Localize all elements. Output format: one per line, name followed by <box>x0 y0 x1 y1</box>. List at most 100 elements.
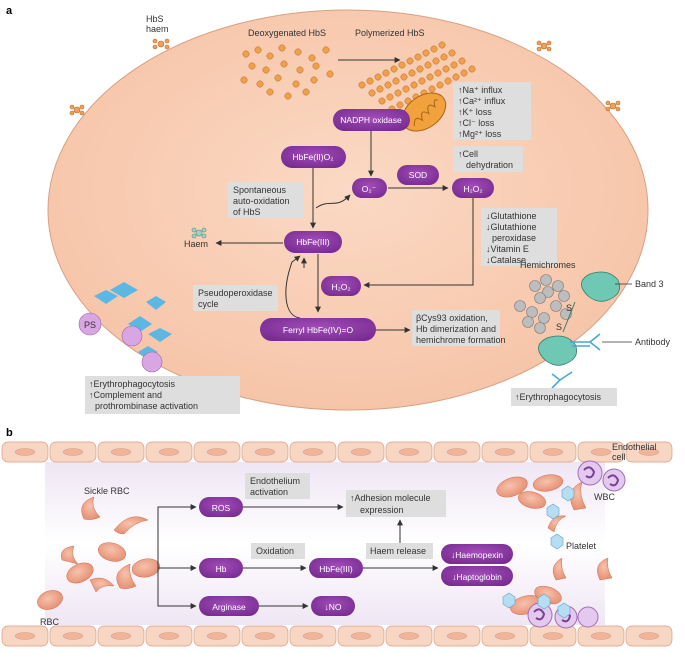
endothelial-nucleus <box>542 632 564 640</box>
haem-icon <box>191 227 207 239</box>
hemichrome-clusters <box>514 274 572 334</box>
endothelial-nucleus <box>350 632 372 640</box>
haem-icon <box>152 38 170 50</box>
no-pill <box>311 596 355 616</box>
hbs-polymer-unit <box>416 65 424 73</box>
endothelial-nucleus <box>206 632 228 640</box>
endothelium-activation-2: activation <box>250 487 288 497</box>
antioxidant-2: ↓Glutathione <box>486 222 537 232</box>
hemichrome <box>540 274 552 286</box>
ion-line-4: ↑Cl⁻ loss <box>458 118 495 128</box>
haemopexin-pill <box>441 544 513 564</box>
rbc-to-ros-arrow <box>157 504 197 568</box>
hbs-molecule <box>284 92 292 100</box>
sickle-rbc-icons <box>61 496 149 593</box>
hemichrome <box>529 280 541 292</box>
rbc-label: RBC <box>40 617 60 627</box>
rbc-icons <box>37 542 161 610</box>
hbs-polymer-unit <box>444 77 452 85</box>
panel-b-letter: b <box>6 427 13 439</box>
hbs-polymer-unit <box>366 77 374 85</box>
hbs-polymer-unit <box>436 81 444 89</box>
hbs-polymer-unit <box>378 97 386 105</box>
haem-icon <box>605 100 621 112</box>
oxidation-label: Oxidation <box>256 546 294 556</box>
antioxidant-1: ↓Glutathione <box>486 211 537 221</box>
haem-icon <box>536 40 552 52</box>
hbs-molecule <box>266 52 274 60</box>
pseudoperoxidase-2: cycle <box>198 299 219 309</box>
hbs-molecule <box>294 48 302 56</box>
bcys93-2: Hb dimerization and <box>416 324 496 334</box>
antibody-icon <box>551 333 601 389</box>
adhesion-1: ↑Adhesion molecule <box>350 493 431 503</box>
hemichromes-label: Hemichromes <box>520 260 576 270</box>
endothelium-activation-box <box>245 473 310 499</box>
endothelial-nucleus <box>110 448 132 456</box>
hbfe3-label: HbFe(III) <box>296 237 330 247</box>
hbs-polymer-unit <box>368 89 376 97</box>
haem-release-box <box>366 543 433 559</box>
hemichrome <box>538 312 550 324</box>
hbs-polymer-unit <box>400 73 408 81</box>
hbs-polymer-unit <box>418 77 426 85</box>
band3-protein-icon <box>538 271 621 366</box>
endothelial-nucleus <box>254 632 276 640</box>
endothelial-nucleus <box>446 632 468 640</box>
hbfe2o2-label: HbFe(II)O₂ <box>292 152 333 162</box>
haptoglobin-pill <box>441 566 513 586</box>
cell-dehydration-1: ↑Cell <box>458 149 478 159</box>
endothelial-nucleus <box>62 632 84 640</box>
antioxidant-4: ↓Vitamin E <box>486 244 529 254</box>
h2o2-recycle-arrow <box>363 198 474 288</box>
ion-line-1: ↑Na⁺ influx <box>458 85 503 95</box>
h2o2-top-label: H₂O₂ <box>463 184 482 194</box>
hbs-polymer-unit <box>390 65 398 73</box>
haem-release-label: Haem release <box>370 546 426 556</box>
hbs-polymer-unit <box>452 73 460 81</box>
erythrophagocytosis-left-box <box>85 376 240 414</box>
deoxy-hbs-label: Deoxygenated HbS <box>248 28 326 38</box>
endothelial-nucleus <box>638 448 660 456</box>
hbs-polymer-unit <box>424 61 432 69</box>
hb-label: Hb <box>216 564 227 574</box>
adhesion-box <box>346 490 446 517</box>
band3-label: Band 3 <box>635 279 664 289</box>
hbfe3-b-label: HbFe(III) <box>319 564 353 574</box>
haptoglobin-label: ↓Haptoglobin <box>452 572 502 582</box>
endothelial-nucleus <box>638 632 660 640</box>
hbs-molecule <box>278 44 286 52</box>
ps-label: PS <box>84 320 96 330</box>
endothelial-nucleus <box>398 632 420 640</box>
hbs-molecule <box>312 62 320 70</box>
endothelial-nucleus <box>14 632 36 640</box>
deoxy-hbs-molecules <box>240 44 334 100</box>
hbfe3-b-pill <box>309 558 363 578</box>
endothelial-layer-bottom <box>1 625 673 647</box>
hbs-polymer-unit <box>434 69 442 77</box>
endothelial-layer-top <box>1 441 673 463</box>
arginase-pill <box>199 596 259 616</box>
hbs-polymer-unit <box>358 81 366 89</box>
hbs-molecule <box>310 76 318 84</box>
endothelial-nucleus <box>302 448 324 456</box>
endothelial-nucleus <box>254 448 276 456</box>
hbs-molecule <box>248 62 256 70</box>
hb-pill <box>199 558 243 578</box>
endothelial-nucleus <box>590 448 612 456</box>
hemichrome <box>514 300 526 312</box>
endothelial-label-1: Endothelial <box>612 442 657 452</box>
ferryl-pill <box>260 318 376 341</box>
pseudoperoxidase-box <box>193 285 278 311</box>
pseudoperoxidase-1: Pseudoperoxidase <box>198 288 273 298</box>
hbs-polymer-unit <box>398 61 406 69</box>
nadph-oxidase-label: NADPH oxidase <box>340 115 402 125</box>
platelet-label: Platelet <box>566 541 597 551</box>
auto-oxidation-3: of HbS <box>233 207 261 217</box>
h2o2-mid-pill <box>321 276 361 296</box>
endothelial-nucleus <box>158 448 180 456</box>
no-label: ↓NO <box>325 602 342 612</box>
ion-line-5: ↑Mg²⁺ loss <box>458 129 502 139</box>
endothelial-nucleus <box>350 448 372 456</box>
